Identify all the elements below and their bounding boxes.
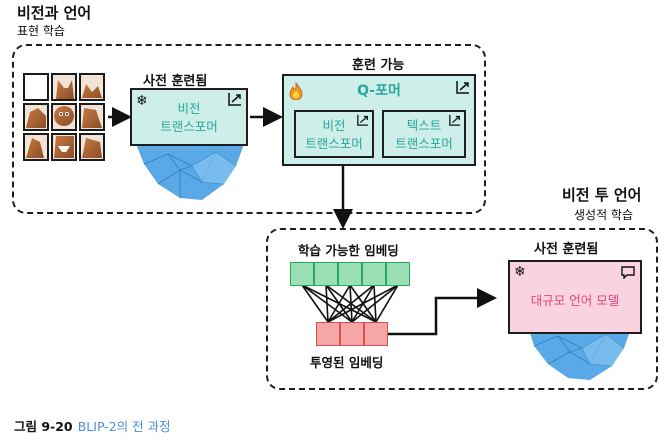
snowflake-icon: ❄ (514, 264, 526, 280)
embedding-cell (316, 322, 340, 346)
bottom-section-title: 비전 투 언어 (562, 186, 642, 204)
trainable-label: 훈련 가능 (352, 58, 405, 73)
qformer-text-transformer: 텍스트 트랜스포머 (382, 110, 466, 158)
embedding-cell (340, 322, 364, 346)
projected-embedding-label: 투영된 임베딩 (310, 355, 384, 370)
iceberg-graphic-llm (524, 322, 636, 384)
cat-image-grid (22, 72, 106, 162)
trend-arrow-icon (456, 80, 470, 94)
embedding-cell (386, 262, 410, 286)
speech-bubble-icon (621, 266, 635, 279)
trend-arrow-icon (228, 92, 242, 106)
vision-transformer-pretrained: ❄ 비전 트랜스포머 (130, 88, 248, 146)
embedding-cell (338, 262, 362, 286)
top-section-subtitle: 표현 학습 (17, 24, 65, 38)
generative-learning-region (266, 228, 658, 390)
embedding-cell (364, 322, 388, 346)
llm-label: 대규모 언어 모델 (530, 293, 620, 308)
trend-arrow-icon (449, 114, 461, 126)
learnable-embedding-row (290, 262, 410, 286)
fire-icon (288, 82, 304, 100)
trend-arrow-icon (357, 114, 369, 126)
figure-caption: 그림 9-20 BLIP-2의 전 과정 (14, 416, 171, 435)
qformer-vision-label: 비전 트랜스포머 (305, 118, 363, 151)
qformer-box: Q-포머 비전 트랜스포머 텍스트 트랜스포머 (282, 74, 476, 166)
pretrained-label-bottom: 사전 훈련됨 (534, 242, 599, 257)
pretrained-label-top: 사전 훈련됨 (143, 74, 208, 89)
learnable-embedding-label: 학습 가능한 임베딩 (298, 243, 399, 258)
projected-embedding-row (316, 322, 388, 346)
caption-number: 그림 9-20 (14, 419, 73, 434)
bottom-section-subtitle: 생성적 학습 (574, 208, 634, 222)
iceberg-graphic-vision (132, 140, 248, 204)
vision-transformer-label: 비전 트랜스포머 (160, 101, 218, 134)
qformer-title: Q-포머 (357, 83, 401, 99)
snowflake-icon: ❄ (136, 93, 148, 109)
representation-learning-region (12, 44, 486, 214)
qformer-text-label: 텍스트 트랜스포머 (395, 118, 453, 151)
llm-box: ❄ 대규모 언어 모델 (508, 260, 642, 334)
top-section-title: 비전과 언어 (17, 4, 92, 22)
embedding-cell (314, 262, 338, 286)
caption-text: BLIP-2의 전 과정 (77, 419, 171, 434)
embedding-cell (290, 262, 314, 286)
qformer-vision-transformer: 비전 트랜스포머 (294, 110, 374, 158)
embedding-cell (362, 262, 386, 286)
